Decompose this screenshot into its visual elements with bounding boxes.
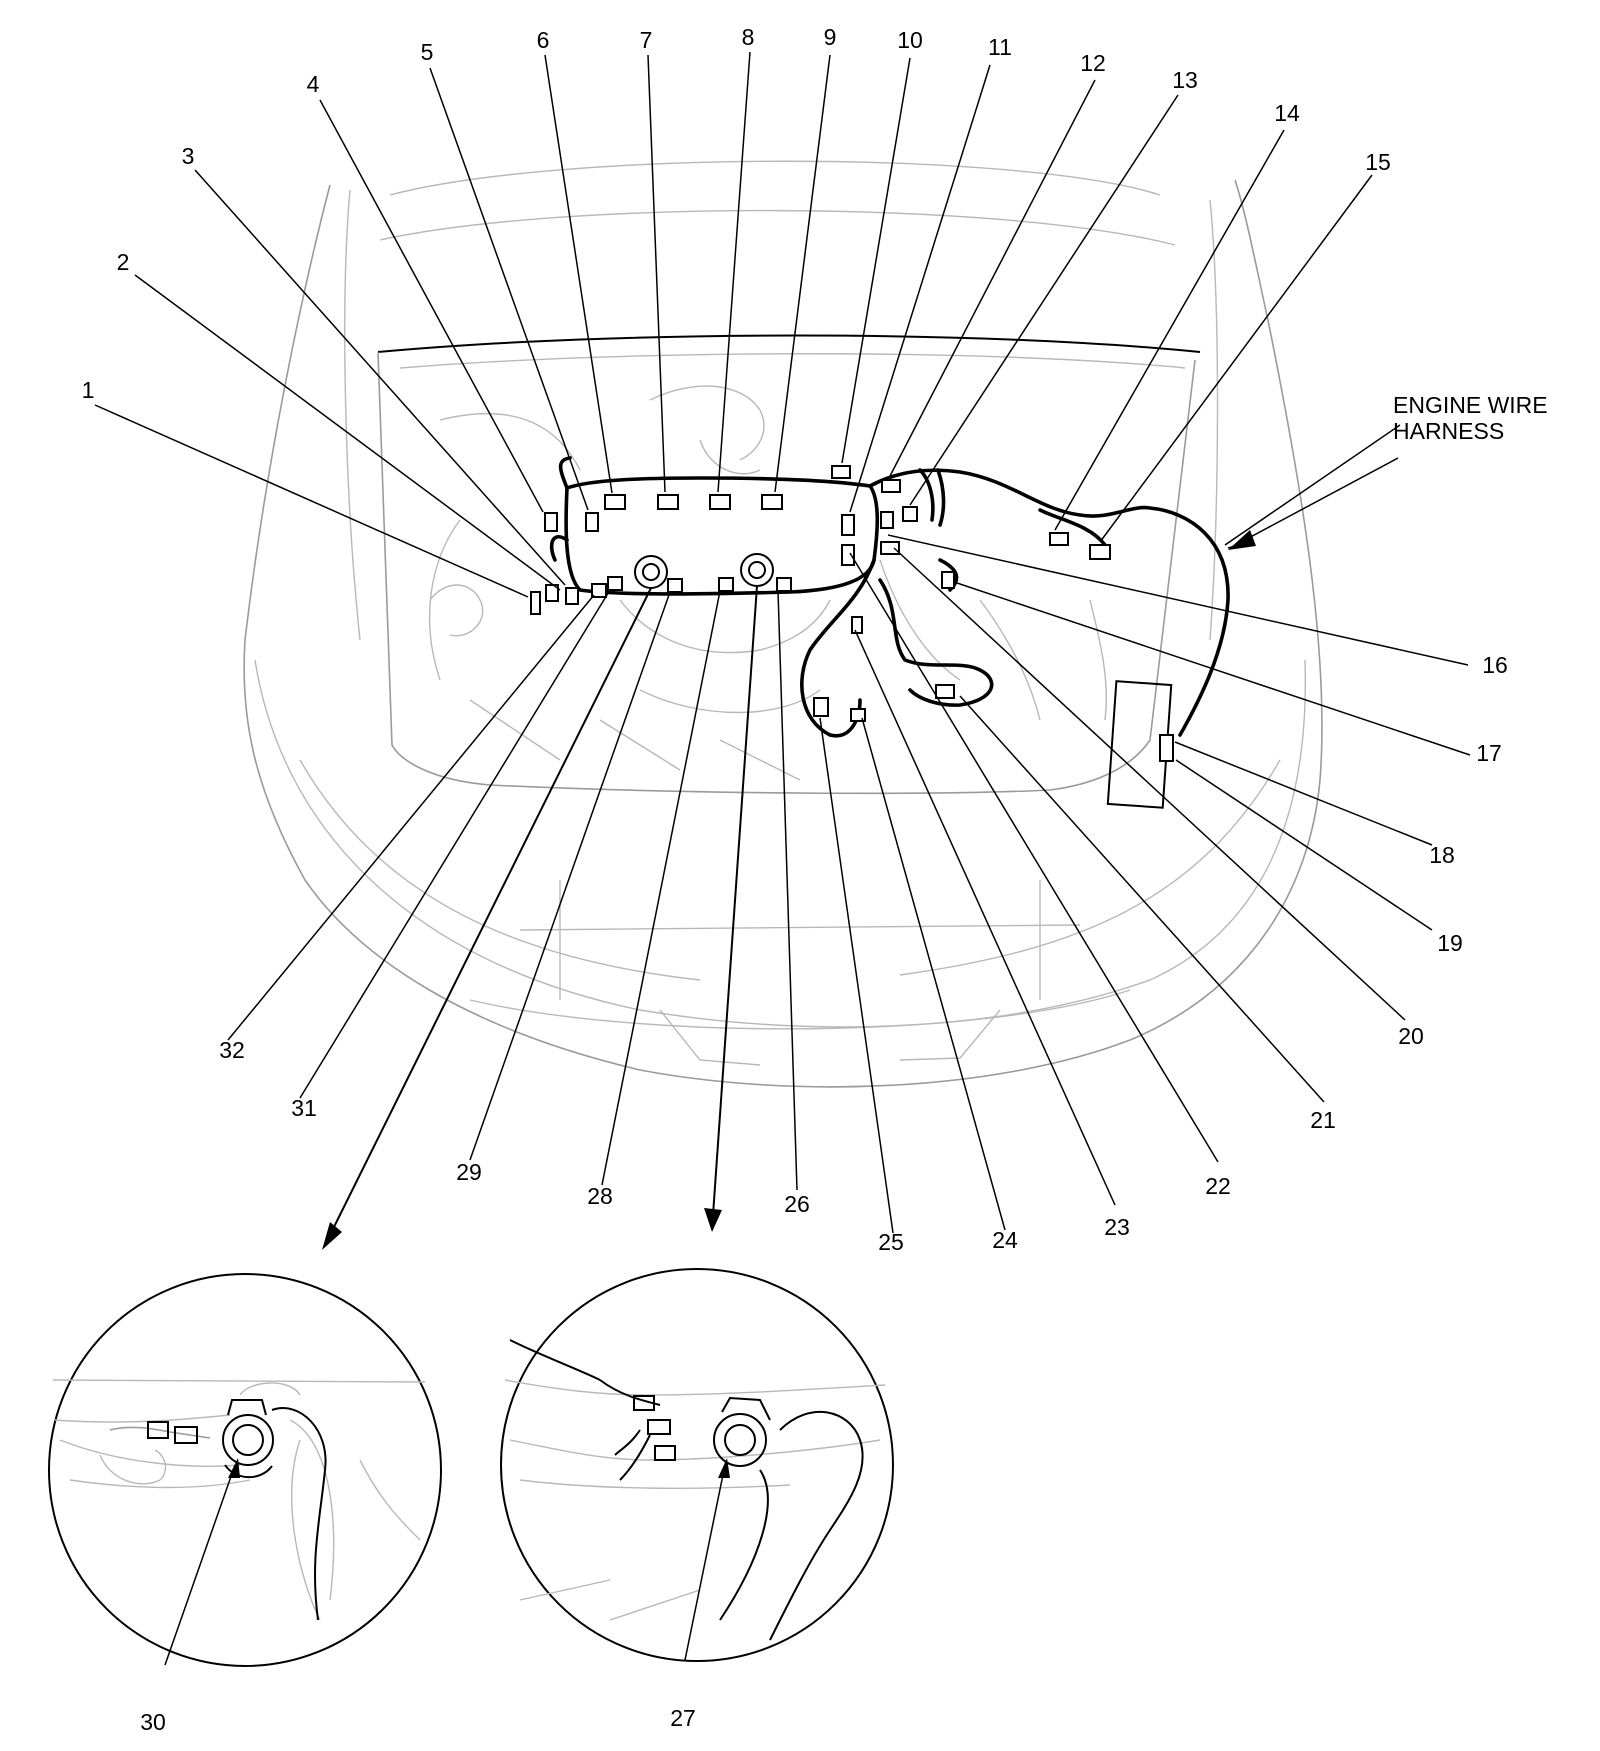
callout-5: 5	[421, 39, 434, 65]
callout-3: 3	[182, 143, 195, 169]
detail-view-ground-30	[48, 1273, 442, 1667]
callout-16: 16	[1482, 652, 1508, 678]
callout-15: 15	[1365, 149, 1391, 175]
engine-wire-harness-label: ENGINE WIRE HARNESS	[1228, 392, 1548, 550]
callout-4: 4	[307, 71, 320, 97]
callout-29: 29	[456, 1159, 482, 1185]
callout-22: 22	[1205, 1173, 1231, 1199]
callout-14: 14	[1274, 100, 1300, 126]
callout-27: 27	[670, 1705, 696, 1731]
callout-20: 20	[1398, 1023, 1424, 1049]
callout-13: 13	[1172, 67, 1198, 93]
vehicle-body-outline	[243, 160, 1323, 1088]
callout-11: 11	[988, 34, 1012, 60]
callout-32: 32	[219, 1037, 245, 1063]
callout-21: 21	[1310, 1107, 1336, 1133]
callout-6: 6	[537, 27, 550, 53]
callout-9: 9	[824, 24, 837, 50]
callout-30: 30	[140, 1709, 166, 1735]
callout-19: 19	[1437, 930, 1463, 956]
engine-wire-harness	[549, 456, 1230, 738]
engine-bay	[377, 334, 1201, 795]
callout-24: 24	[992, 1227, 1018, 1253]
callout-25: 25	[878, 1229, 904, 1255]
callout-12: 12	[1080, 50, 1106, 76]
callout-17: 17	[1476, 740, 1502, 766]
detail-arrows	[322, 585, 758, 1250]
callout-31: 31	[291, 1095, 317, 1121]
callout-26: 26	[784, 1191, 810, 1217]
callout-18: 18	[1429, 842, 1455, 868]
callout-23: 23	[1104, 1214, 1130, 1240]
connectors	[530, 465, 1174, 762]
callout-2: 2	[117, 249, 130, 275]
callout-28: 28	[587, 1183, 613, 1209]
leader-lines	[94, 51, 1471, 1234]
harness-label-line-2: HARNESS	[1393, 418, 1504, 444]
harness-label-line-1: ENGINE WIRE	[1393, 392, 1548, 418]
detail-view-ground-27	[500, 1268, 894, 1662]
callout-numbers: 1 2 3 4 5 6 7 8 9 10 11 12 13 14 15 16 1…	[82, 24, 1508, 1735]
callout-8: 8	[742, 24, 755, 50]
callout-7: 7	[640, 27, 653, 53]
callout-1: 1	[82, 377, 95, 403]
callout-10: 10	[897, 27, 923, 53]
